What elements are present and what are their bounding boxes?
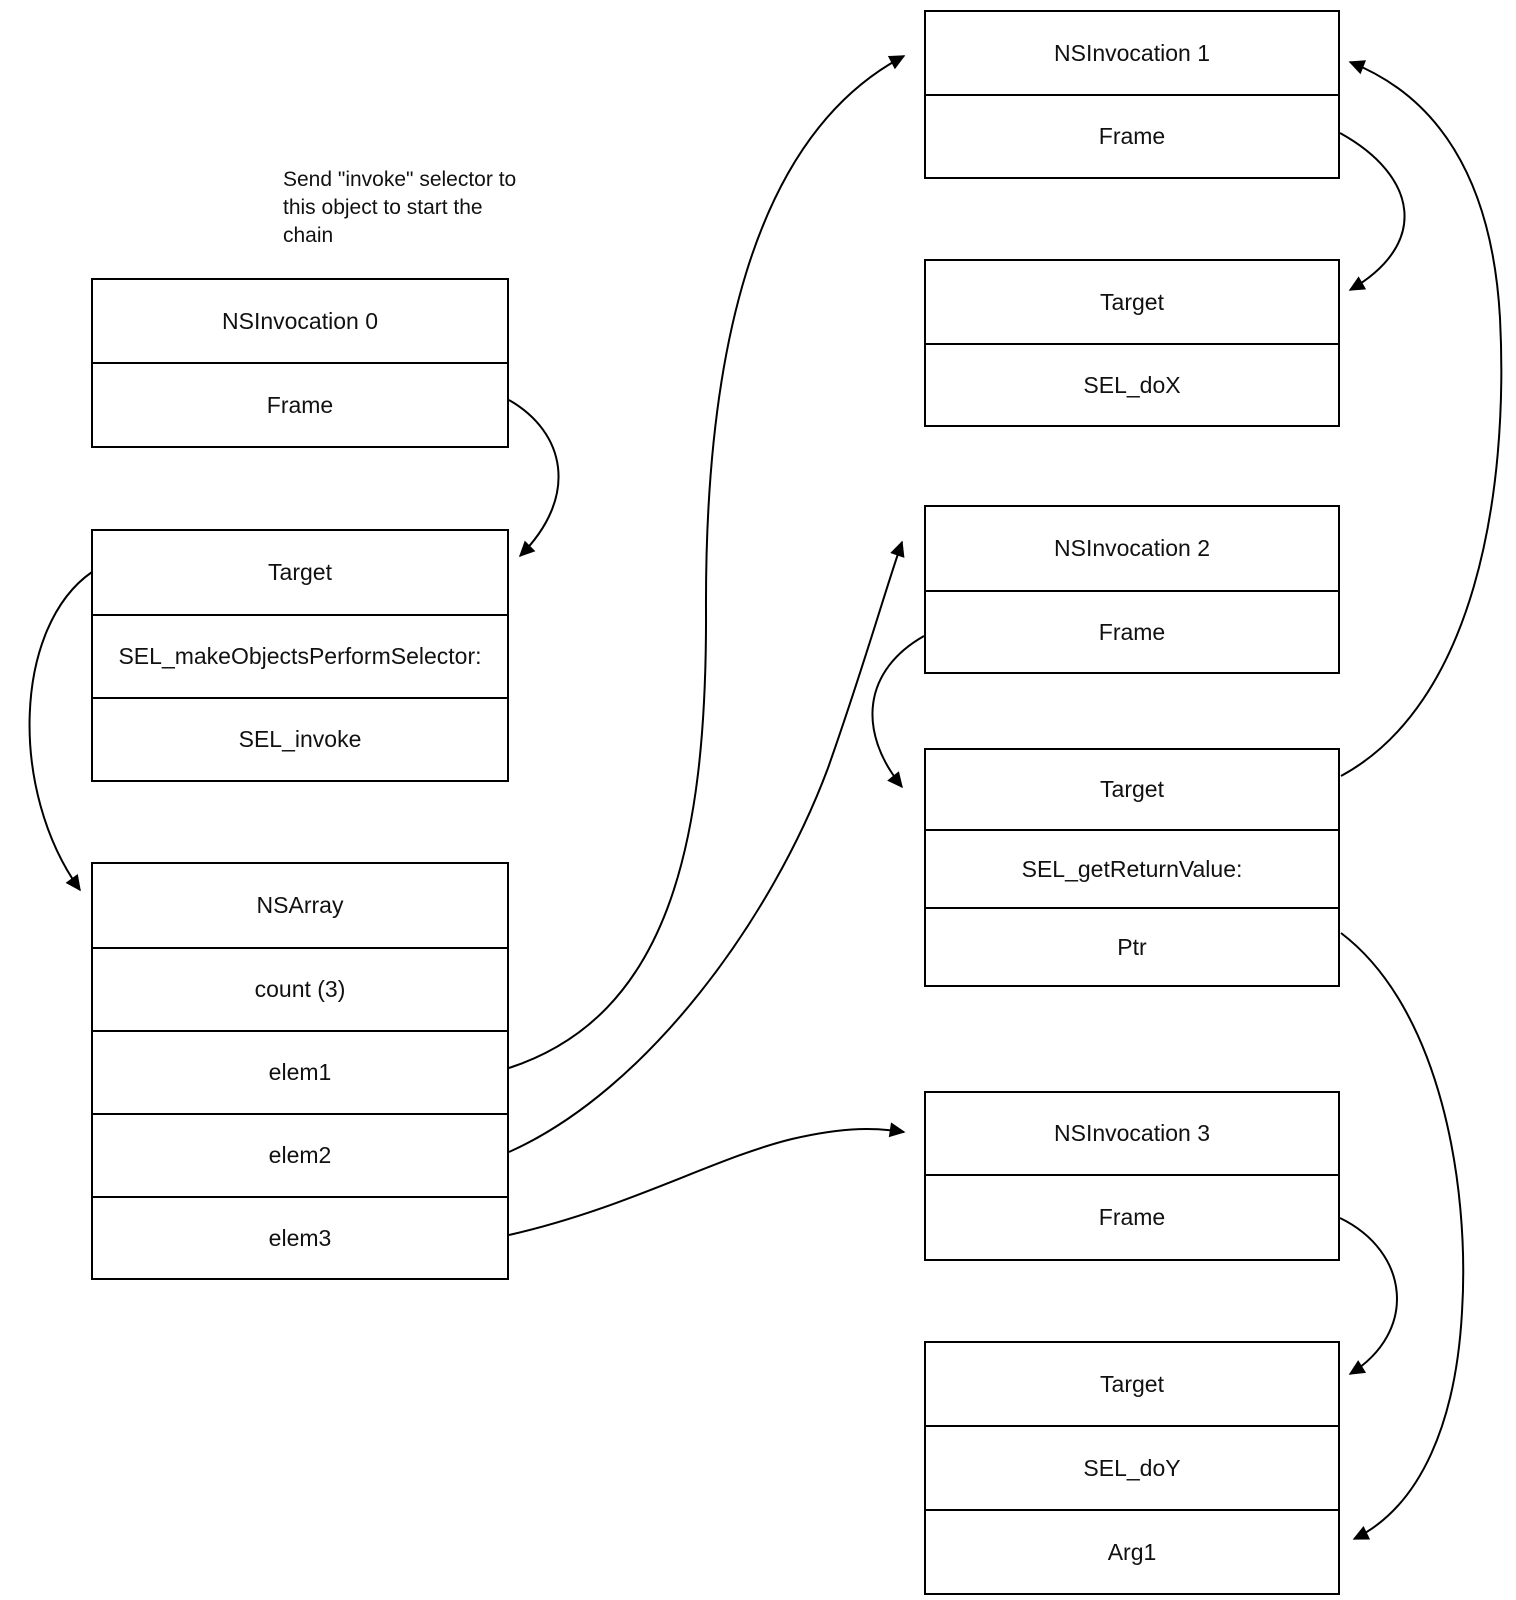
arrow-elem1-to-nsinvocation1: [508, 55, 906, 1069]
box-row: Ptr: [926, 907, 1338, 985]
box-nsinvocation-1: NSInvocation 1 Frame: [924, 10, 1340, 179]
arrow-elem2-to-nsinvocation2: [508, 540, 905, 1153]
arrow-frame3-to-target3: [1339, 1217, 1398, 1375]
box-row: elem3: [93, 1196, 507, 1278]
box-row: Frame: [926, 1174, 1338, 1259]
box-row: SEL_getReturnValue:: [926, 829, 1338, 907]
box-nsinvocation-0: NSInvocation 0 Frame: [91, 278, 509, 448]
box-nsinvocation-3: NSInvocation 3 Frame: [924, 1091, 1340, 1261]
box-target-3: Target SEL_doY Arg1: [924, 1341, 1340, 1595]
box-title-row: Target: [1100, 776, 1164, 802]
box-row: count (3): [93, 947, 507, 1030]
box-nsarray: NSArray count (3) elem1 elem2 elem3: [91, 862, 509, 1280]
box-row: elem1: [93, 1030, 507, 1113]
box-title-row: NSInvocation 0: [222, 307, 378, 334]
box-row: SEL_doX: [926, 343, 1338, 425]
box-target-1: Target SEL_doX: [924, 259, 1340, 427]
box-row: Frame: [926, 94, 1338, 177]
box-nsinvocation-2: NSInvocation 2 Frame: [924, 505, 1340, 674]
arrow-elem3-to-nsinvocation3: [508, 1122, 906, 1236]
box-title-row: Target: [268, 559, 332, 585]
annotation-note: Send "invoke" selector to this object to…: [283, 166, 516, 250]
box-title-row: Target: [1100, 288, 1164, 315]
box-target-0: Target SEL_makeObjectsPerformSelector: S…: [91, 529, 509, 782]
box-row: Frame: [93, 362, 507, 446]
box-row: SEL_makeObjectsPerformSelector:: [93, 614, 507, 697]
box-title-row: Target: [1100, 1370, 1164, 1397]
box-target-2: Target SEL_getReturnValue: Ptr: [924, 748, 1340, 987]
box-row: SEL_doY: [926, 1425, 1338, 1509]
arrow-ptr-to-arg1: [1340, 932, 1465, 1540]
arrow-target2-to-nsinvocation1: [1340, 60, 1503, 777]
arrow-target0-to-nsarray: [28, 571, 93, 892]
box-row: elem2: [93, 1113, 507, 1196]
arrow-frame2-to-target2: [871, 635, 925, 789]
box-title-row: NSInvocation 1: [1054, 39, 1210, 66]
arrow-frame0-to-target0: [508, 399, 560, 558]
annotation-line: Send "invoke" selector to: [283, 168, 517, 191]
box-title-row: NSArray: [256, 892, 344, 918]
box-title-row: NSInvocation 3: [1054, 1120, 1210, 1146]
box-row: SEL_invoke: [93, 697, 507, 780]
annotation-line: this object to start the: [283, 196, 483, 219]
box-row: Frame: [926, 590, 1338, 672]
box-row: Arg1: [926, 1509, 1338, 1593]
box-title-row: NSInvocation 2: [1054, 535, 1210, 561]
annotation-line: chain: [283, 224, 334, 247]
arrow-frame1-to-target1: [1339, 132, 1406, 291]
